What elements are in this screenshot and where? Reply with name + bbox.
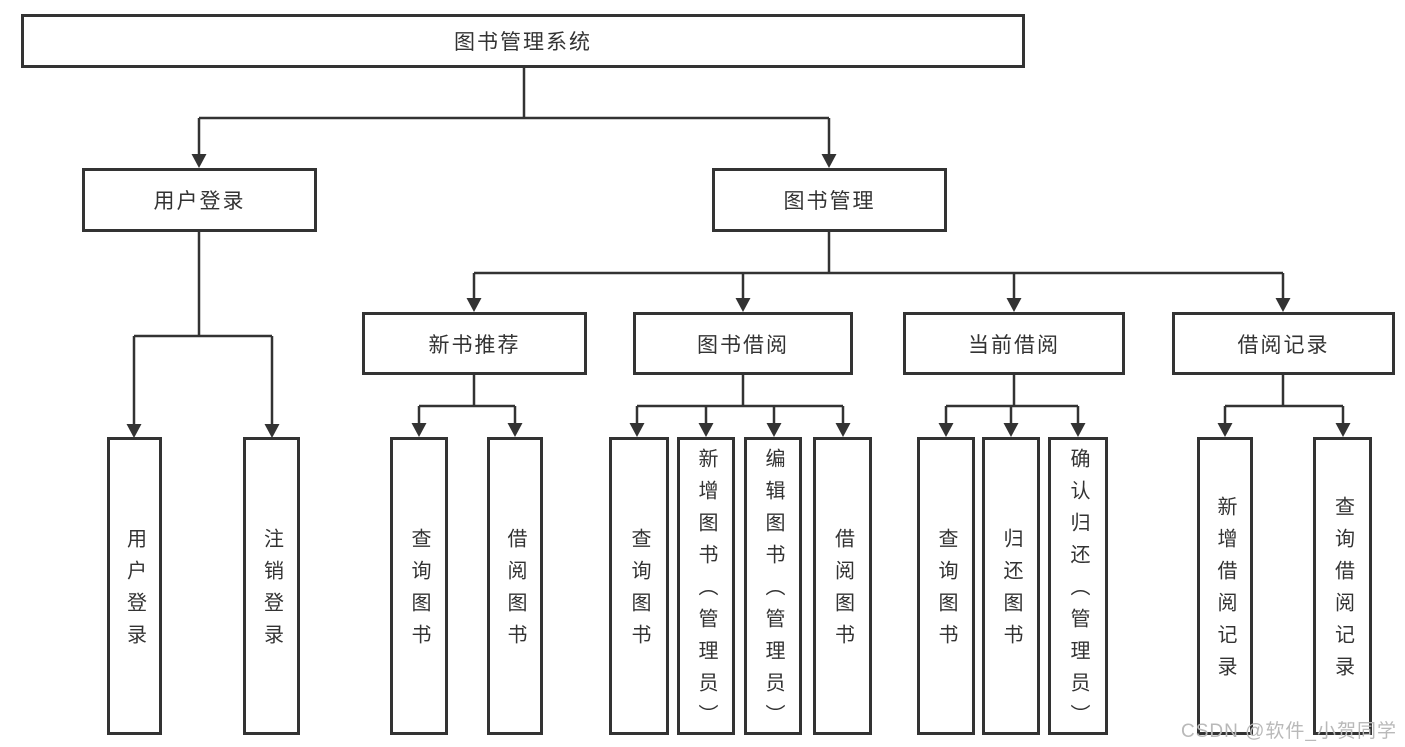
leaf-borrow-books-1: 借阅图书 <box>487 437 543 735</box>
csdn-watermark: CSDN @软件_小贺同学 <box>1181 721 1397 742</box>
leaf-label: 查询图书 <box>935 528 957 656</box>
leaf-label: 用户登录 <box>123 528 146 656</box>
leaf-query-borrow-record: 查询借阅记录 <box>1313 437 1372 735</box>
leaf-label: 查询图书 <box>408 528 430 656</box>
leaf-label: 注销登录 <box>260 528 283 656</box>
node-new-book-recommend: 新书推荐 <box>362 312 587 375</box>
leaf-query-books-3: 查询图书 <box>917 437 975 735</box>
leaf-label: 编辑图书（管理员） <box>762 448 784 736</box>
leaf-label: 查询借阅记录 <box>1331 496 1354 688</box>
leaf-add-books-admin: 新增图书（管理员） <box>677 437 735 736</box>
leaf-edit-books-admin: 编辑图书（管理员） <box>744 437 802 736</box>
leaf-label: 确认归还（管理员） <box>1067 448 1089 736</box>
node-borrow-record: 借阅记录 <box>1172 312 1395 375</box>
leaf-label: 新增图书（管理员） <box>695 448 717 736</box>
leaf-add-borrow-record: 新增借阅记录 <box>1197 437 1253 735</box>
node-root-library-system: 图书管理系统 <box>21 14 1025 68</box>
leaf-return-books: 归还图书 <box>982 437 1040 735</box>
leaf-label: 查询图书 <box>628 528 650 656</box>
node-current-borrow: 当前借阅 <box>903 312 1125 375</box>
leaf-user-login: 用户登录 <box>107 437 162 735</box>
leaf-query-books-1: 查询图书 <box>390 437 448 735</box>
leaf-label: 借阅图书 <box>831 528 854 656</box>
leaf-label: 借阅图书 <box>504 528 526 656</box>
leaf-logout: 注销登录 <box>243 437 300 735</box>
leaf-label: 新增借阅记录 <box>1214 496 1236 688</box>
node-book-management: 图书管理 <box>712 168 947 232</box>
leaf-borrow-books-2: 借阅图书 <box>813 437 872 735</box>
leaf-label: 归还图书 <box>1000 528 1022 656</box>
leaf-query-books-2: 查询图书 <box>609 437 669 735</box>
node-book-borrow: 图书借阅 <box>633 312 853 375</box>
leaf-confirm-return-admin: 确认归还（管理员） <box>1048 437 1108 736</box>
node-user-login: 用户登录 <box>82 168 317 232</box>
